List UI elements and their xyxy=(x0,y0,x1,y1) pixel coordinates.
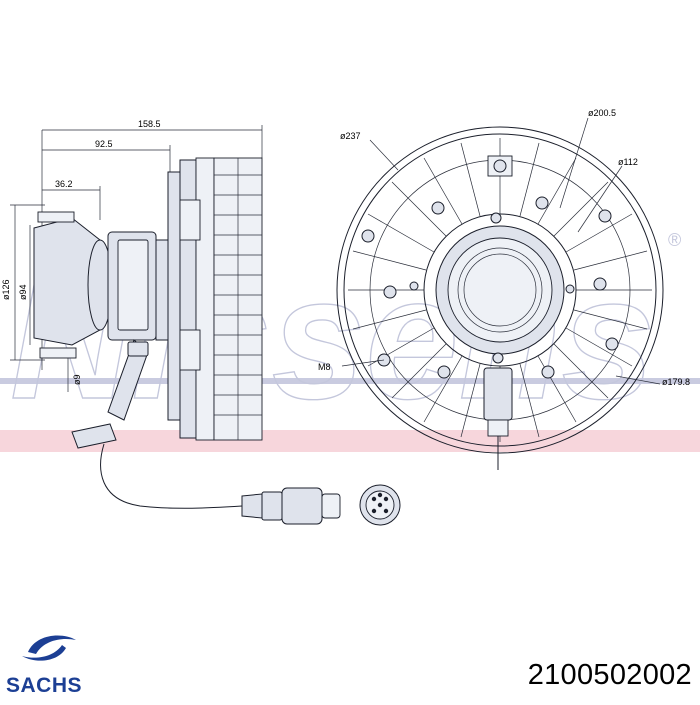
dim-d237: ø237 xyxy=(340,131,361,141)
watermark-mark: ® xyxy=(668,230,681,250)
dim-d200-5: ø200.5 xyxy=(588,108,616,118)
brand-name: SACHS xyxy=(6,674,83,697)
dim-158-5: 158.5 xyxy=(138,119,161,129)
watermark-stripe-top xyxy=(0,378,700,384)
dim-d9: ø9 xyxy=(72,374,82,385)
front-view: ø237 ø200.5 ø112 M8 ø179.8 xyxy=(318,108,690,470)
cooling-fins xyxy=(213,157,263,441)
connector-face xyxy=(359,484,401,526)
part-number: 2100502002 xyxy=(527,659,692,691)
mounting-bosses xyxy=(361,155,619,379)
sachs-logo-icon xyxy=(22,635,76,661)
dim-d126: ø126 xyxy=(1,279,11,300)
dim-m8: M8 xyxy=(318,362,331,372)
sensor-cable xyxy=(100,443,341,525)
side-view: 158.5 92.5 36.2 ø126 ø94 ø9 xyxy=(1,119,263,449)
dim-d112: ø112 xyxy=(618,157,638,167)
dim-36-2: 36.2 xyxy=(55,179,73,189)
dim-d94: ø94 xyxy=(18,284,28,300)
dim-92-5: 92.5 xyxy=(95,139,113,149)
watermark-stripe-pink xyxy=(0,430,700,452)
dim-d179-8: ø179.8 xyxy=(662,377,690,387)
